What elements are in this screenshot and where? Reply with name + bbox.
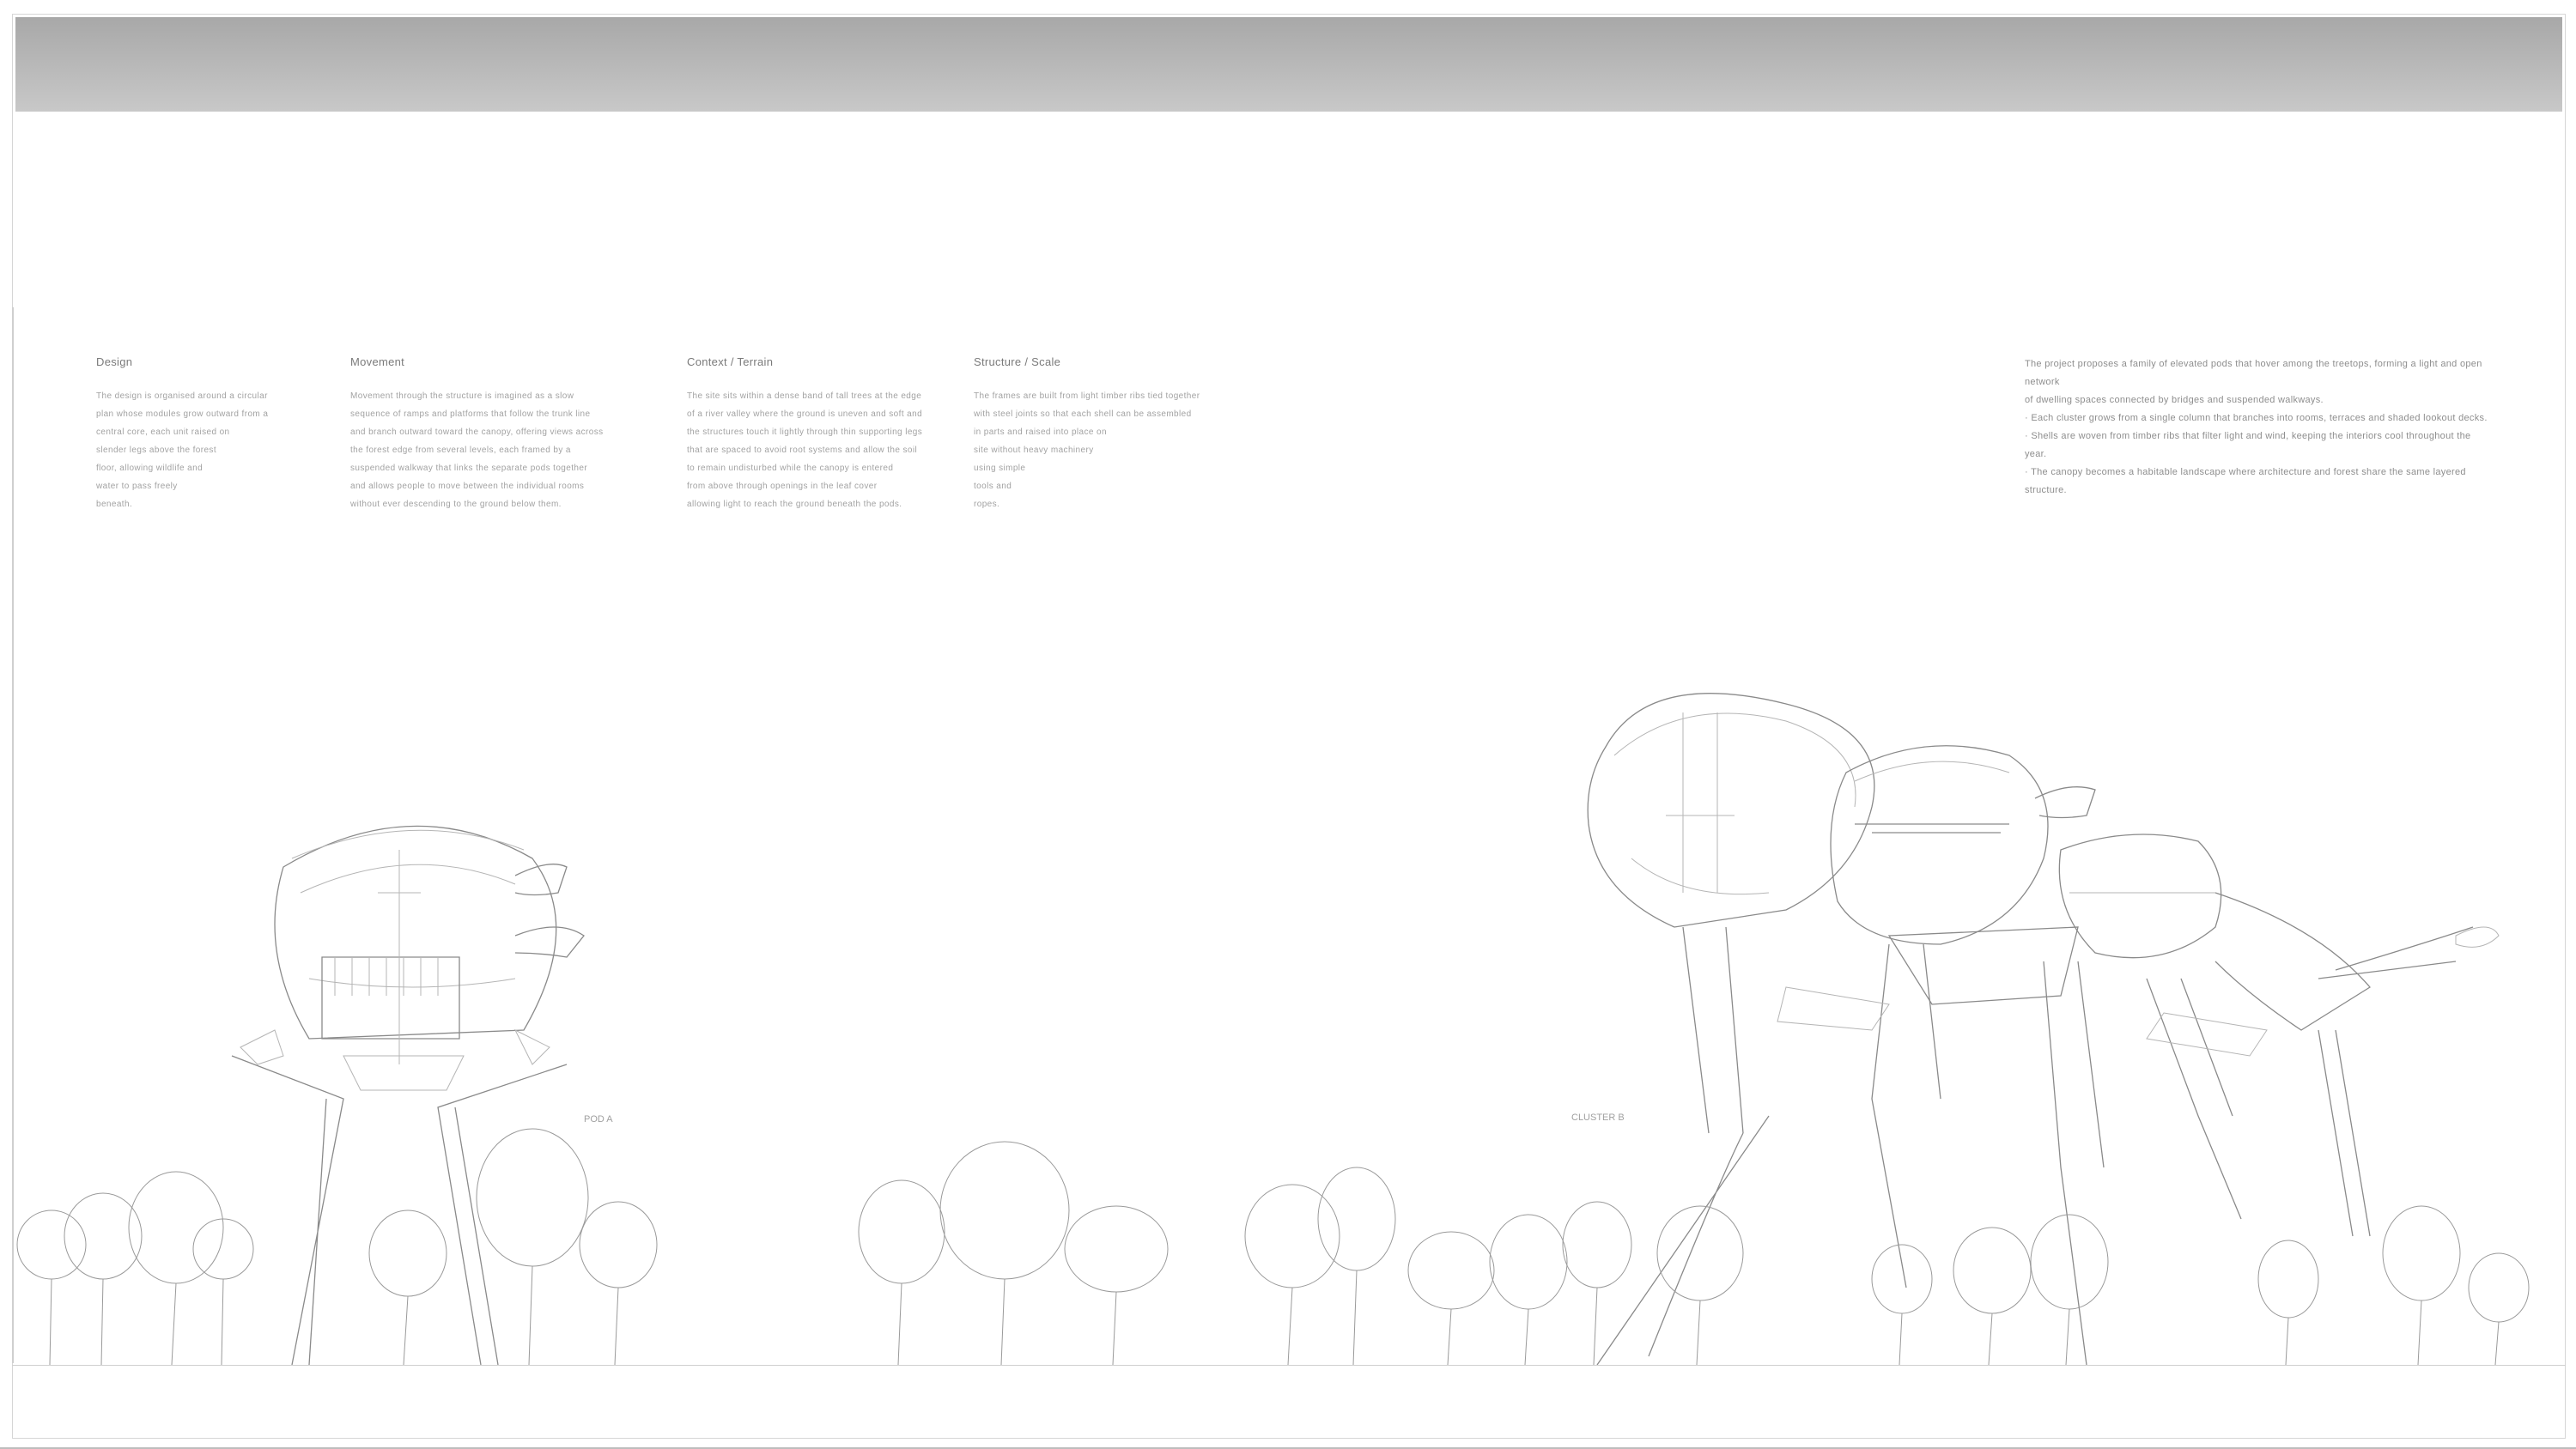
column-context: Context / Terrain The site sits within a… xyxy=(687,355,962,513)
column-heading: Context / Terrain xyxy=(687,355,774,368)
column-heading: Movement xyxy=(350,355,405,368)
cluster-label: CLUSTER B xyxy=(1571,1113,1625,1123)
ground-line xyxy=(12,1365,2566,1366)
column-text: The frames are built from light timber r… xyxy=(974,391,1200,509)
column-structure: Structure / Scale The frames are built f… xyxy=(974,355,1231,513)
column-heading: Design xyxy=(96,355,133,368)
tree-line xyxy=(16,1128,2530,1366)
column-heading: Structure / Scale xyxy=(974,355,1061,368)
header-band xyxy=(15,17,2562,112)
column-text: The design is organised around a circula… xyxy=(96,391,269,509)
column-text: Movement through the structure is imagin… xyxy=(350,391,604,509)
cluster-drawing xyxy=(1587,693,2500,1366)
left-rule xyxy=(12,307,14,1363)
pod-label: POD A xyxy=(584,1114,613,1125)
small-pod-drawing xyxy=(231,825,585,1366)
column-text: The site sits within a dense band of tal… xyxy=(687,391,923,509)
intro-text: The project proposes a family of elevate… xyxy=(2025,359,2488,495)
column-movement: Movement Movement through the structure … xyxy=(350,355,634,513)
column-design: Design The design is organised around a … xyxy=(96,355,328,513)
footer-rule xyxy=(0,1447,2576,1449)
